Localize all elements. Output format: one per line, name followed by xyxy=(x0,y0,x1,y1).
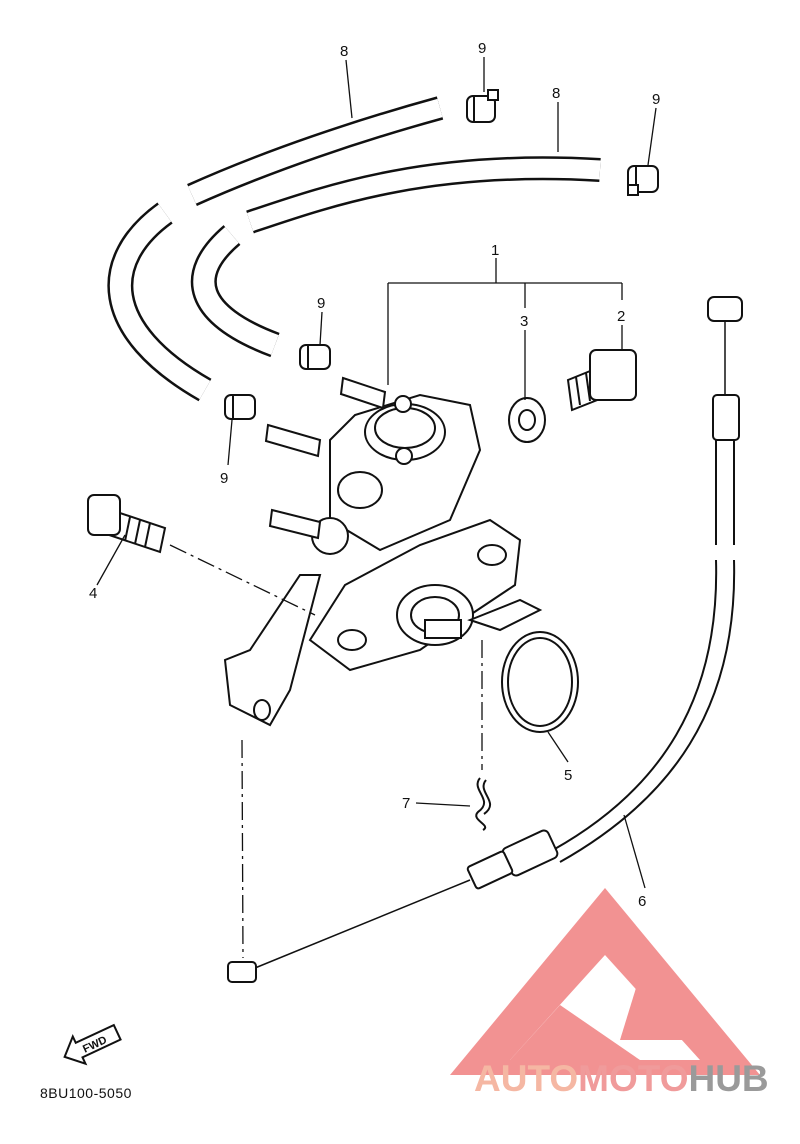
callout-3: 3 xyxy=(520,313,528,330)
hose-upper-right xyxy=(246,156,601,234)
bolt-part2 xyxy=(566,349,637,412)
pump-nipples xyxy=(264,376,387,540)
clip-part7 xyxy=(475,777,492,831)
callout-9-top: 9 xyxy=(478,40,486,57)
callout-4: 4 xyxy=(89,585,97,602)
callout-5: 5 xyxy=(564,767,572,784)
callout-8-left: 8 xyxy=(340,43,348,60)
o-ring-part5 xyxy=(501,631,579,733)
hose-clamp-right xyxy=(627,165,659,196)
callout-6: 6 xyxy=(638,893,646,910)
hose-left-inner xyxy=(191,225,280,358)
pump-cable xyxy=(227,296,743,983)
callout-9-right: 9 xyxy=(652,91,660,108)
callout-9-mid: 9 xyxy=(317,295,325,312)
hose-upper-left xyxy=(187,96,444,206)
hose-clamp-mid xyxy=(299,344,331,370)
bolt-part4 xyxy=(87,494,167,554)
watermark-logo xyxy=(450,888,760,1075)
callout-1: 1 xyxy=(491,242,499,259)
fwd-arrow-icon: FWD xyxy=(63,1023,122,1066)
hose-clamp-lower xyxy=(224,394,256,420)
watermark-word-hub: HUB xyxy=(688,1058,769,1099)
hose-left-outer xyxy=(107,202,212,402)
washer-part3 xyxy=(508,397,546,443)
watermark-text: AUTOMOTOHUB xyxy=(474,1058,769,1100)
watermark-word-auto: AUTO xyxy=(474,1058,579,1099)
callout-9-lower: 9 xyxy=(220,470,228,487)
callout-7: 7 xyxy=(402,795,410,812)
hose-clamp-top xyxy=(466,89,499,123)
assembly-guide-lines xyxy=(169,544,483,959)
oil-pump-body xyxy=(223,393,543,727)
callout-2: 2 xyxy=(617,308,625,325)
watermark-word-moto: MOTO xyxy=(578,1058,689,1099)
leader-lines xyxy=(96,57,657,889)
callout-8-right: 8 xyxy=(552,85,560,102)
reference-code: 8BU100-5050 xyxy=(40,1085,132,1101)
